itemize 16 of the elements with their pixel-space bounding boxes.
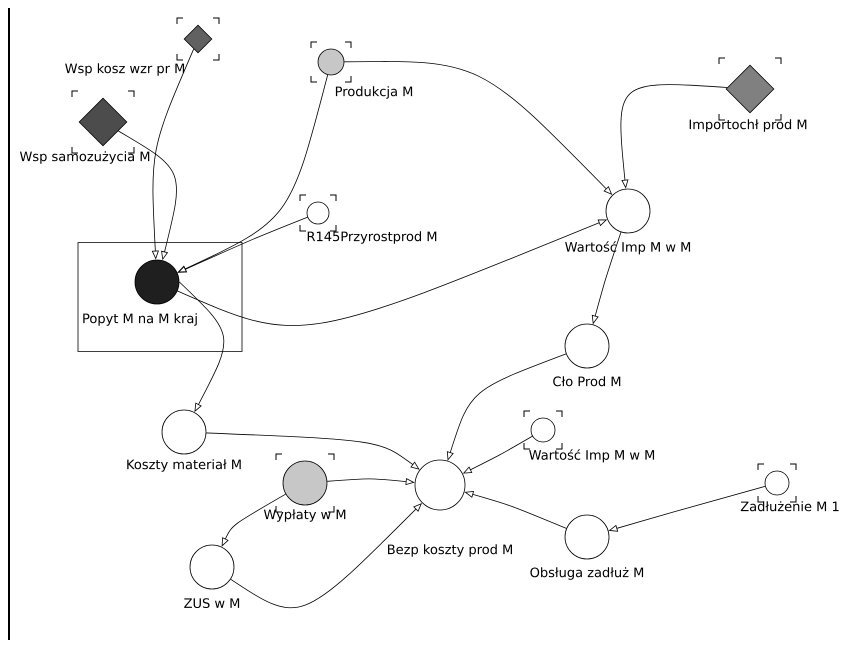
node-label: Cło Prod M (553, 376, 620, 386)
node-label: Produkcja M (336, 86, 412, 99)
node-label: R145Przyrostprod M (308, 231, 436, 244)
node-label: Obsługa zadłuż M (530, 567, 644, 580)
node-label: Koszty materiał M (127, 459, 241, 472)
node-label: Wypłaty w M (264, 509, 346, 522)
node-label: ZUS w M (184, 598, 240, 608)
node-label: Popyt M na M kraj (83, 313, 197, 326)
group-box (78, 242, 242, 352)
node-label: Importochł prod M (690, 119, 806, 132)
node-label: Wsp samozużycia M (20, 151, 150, 164)
node-label: Wsp kosz wzr pr M (65, 63, 184, 76)
node-label: Wartość Imp M w M (529, 449, 654, 462)
node-label: Wartość Imp M w M (565, 241, 690, 254)
node-label: Zadłużenie M 1 (740, 501, 839, 512)
node-label: Bezp koszty prod M (388, 544, 512, 557)
